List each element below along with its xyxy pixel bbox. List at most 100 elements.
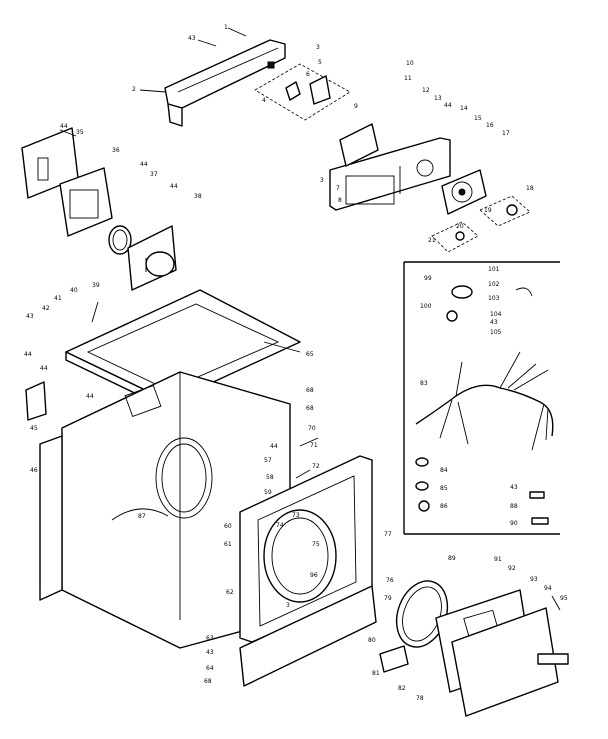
blower-gasket (108, 225, 132, 255)
callout-5: 5 (318, 59, 322, 66)
console-rail (164, 39, 286, 127)
callout-89: 89 (448, 555, 456, 562)
callout-44: 44 (444, 102, 452, 109)
callout-90: 90 (510, 520, 518, 527)
callout-4: 4 (262, 97, 266, 104)
callout-13: 13 (434, 95, 442, 102)
callout-76: 76 (386, 577, 394, 584)
door-handle (537, 653, 569, 665)
callout-75: 75 (312, 541, 320, 548)
knob-subassembly (431, 195, 531, 253)
callout-60: 60 (224, 523, 232, 530)
callout-57: 57 (264, 457, 272, 464)
callout-65: 65 (306, 351, 314, 358)
callout-21: 21 (428, 237, 436, 244)
callout-44h: 44 (270, 443, 278, 450)
callout-104: 104 (490, 311, 502, 318)
callout-18: 18 (526, 185, 534, 192)
callout-36: 36 (112, 147, 120, 154)
callout-44b: 44 (60, 123, 68, 130)
console-backsplash (329, 123, 451, 211)
callout-74: 74 (276, 522, 284, 529)
callout-38: 38 (194, 193, 202, 200)
callout-45: 45 (30, 425, 38, 432)
callout-95: 95 (560, 595, 568, 602)
callout-43d: 43 (510, 484, 518, 491)
callout-37: 37 (150, 171, 158, 178)
callout-91: 91 (494, 556, 502, 563)
callout-73: 73 (292, 512, 300, 519)
callout-3: 3 (316, 44, 320, 51)
callout-59: 59 (264, 489, 272, 496)
callout-41: 41 (54, 295, 62, 302)
callout-3c: 3 (286, 602, 290, 609)
callout-81: 81 (372, 670, 380, 677)
callout-82: 82 (398, 685, 406, 692)
callout-7: 7 (336, 185, 340, 192)
timer-dial-plate (441, 169, 487, 215)
callout-19: 19 (484, 207, 492, 214)
callout-20: 20 (456, 223, 464, 230)
callout-labels: 1 43 3 2 5 6 4 9 10 11 12 13 44 14 15 16… (24, 24, 568, 702)
callout-87: 87 (138, 513, 146, 520)
callout-43: 43 (188, 35, 196, 42)
callout-93: 93 (530, 576, 538, 583)
callout-84: 84 (440, 467, 448, 474)
callout-44d: 44 (170, 183, 178, 190)
hinge-bracket (25, 381, 47, 421)
callout-102: 102 (488, 281, 500, 288)
callout-2: 2 (132, 86, 136, 93)
callout-44e: 44 (24, 351, 32, 358)
callout-94: 94 (544, 585, 552, 592)
callout-44f: 44 (40, 365, 48, 372)
callout-10: 10 (406, 60, 414, 67)
connector-parts (415, 457, 549, 525)
callout-70: 70 (308, 425, 316, 432)
callout-68a: 68 (306, 387, 314, 394)
callout-64: 64 (206, 665, 214, 672)
callout-86: 86 (440, 503, 448, 510)
door-latch (379, 645, 409, 673)
callout-43c: 43 (490, 319, 498, 326)
callout-105: 105 (490, 329, 502, 336)
callout-80: 80 (368, 637, 376, 644)
callout-6: 6 (306, 71, 310, 78)
switch-bracket (254, 63, 351, 121)
callout-103: 103 (488, 295, 500, 302)
callout-12: 12 (422, 87, 430, 94)
callout-78: 78 (416, 695, 424, 702)
callout-99: 99 (424, 275, 432, 282)
callout-88: 88 (510, 503, 518, 510)
callout-3b: 3 (320, 177, 324, 184)
callout-46: 46 (30, 467, 38, 474)
toe-kick (239, 585, 377, 687)
callout-62: 62 (226, 589, 234, 596)
callout-44g: 44 (86, 393, 94, 400)
callout-35: 35 (76, 129, 84, 136)
callout-72: 72 (312, 463, 320, 470)
wiring-harness (415, 285, 554, 451)
callout-101: 101 (488, 266, 500, 273)
callout-42: 42 (42, 305, 50, 312)
callout-71: 71 (310, 442, 318, 449)
callout-61: 61 (224, 541, 232, 548)
callout-100: 100 (420, 303, 432, 310)
callout-58: 58 (266, 474, 274, 481)
callout-16: 16 (486, 122, 494, 129)
side-panel-left (39, 435, 63, 601)
callout-44c: 44 (140, 161, 148, 168)
exhaust-duct (127, 225, 177, 291)
callout-63: 63 (206, 635, 214, 642)
callout-17: 17 (502, 130, 510, 137)
callout-79: 79 (384, 595, 392, 602)
callout-77: 77 (384, 531, 392, 538)
callout-15: 15 (474, 115, 482, 122)
callout-40: 40 (70, 287, 78, 294)
callout-68c: 68 (204, 678, 212, 685)
door-outer (451, 607, 559, 717)
callout-83: 83 (420, 380, 428, 387)
callout-92: 92 (508, 565, 516, 572)
callout-43b: 43 (206, 649, 214, 656)
callout-85: 85 (440, 485, 448, 492)
